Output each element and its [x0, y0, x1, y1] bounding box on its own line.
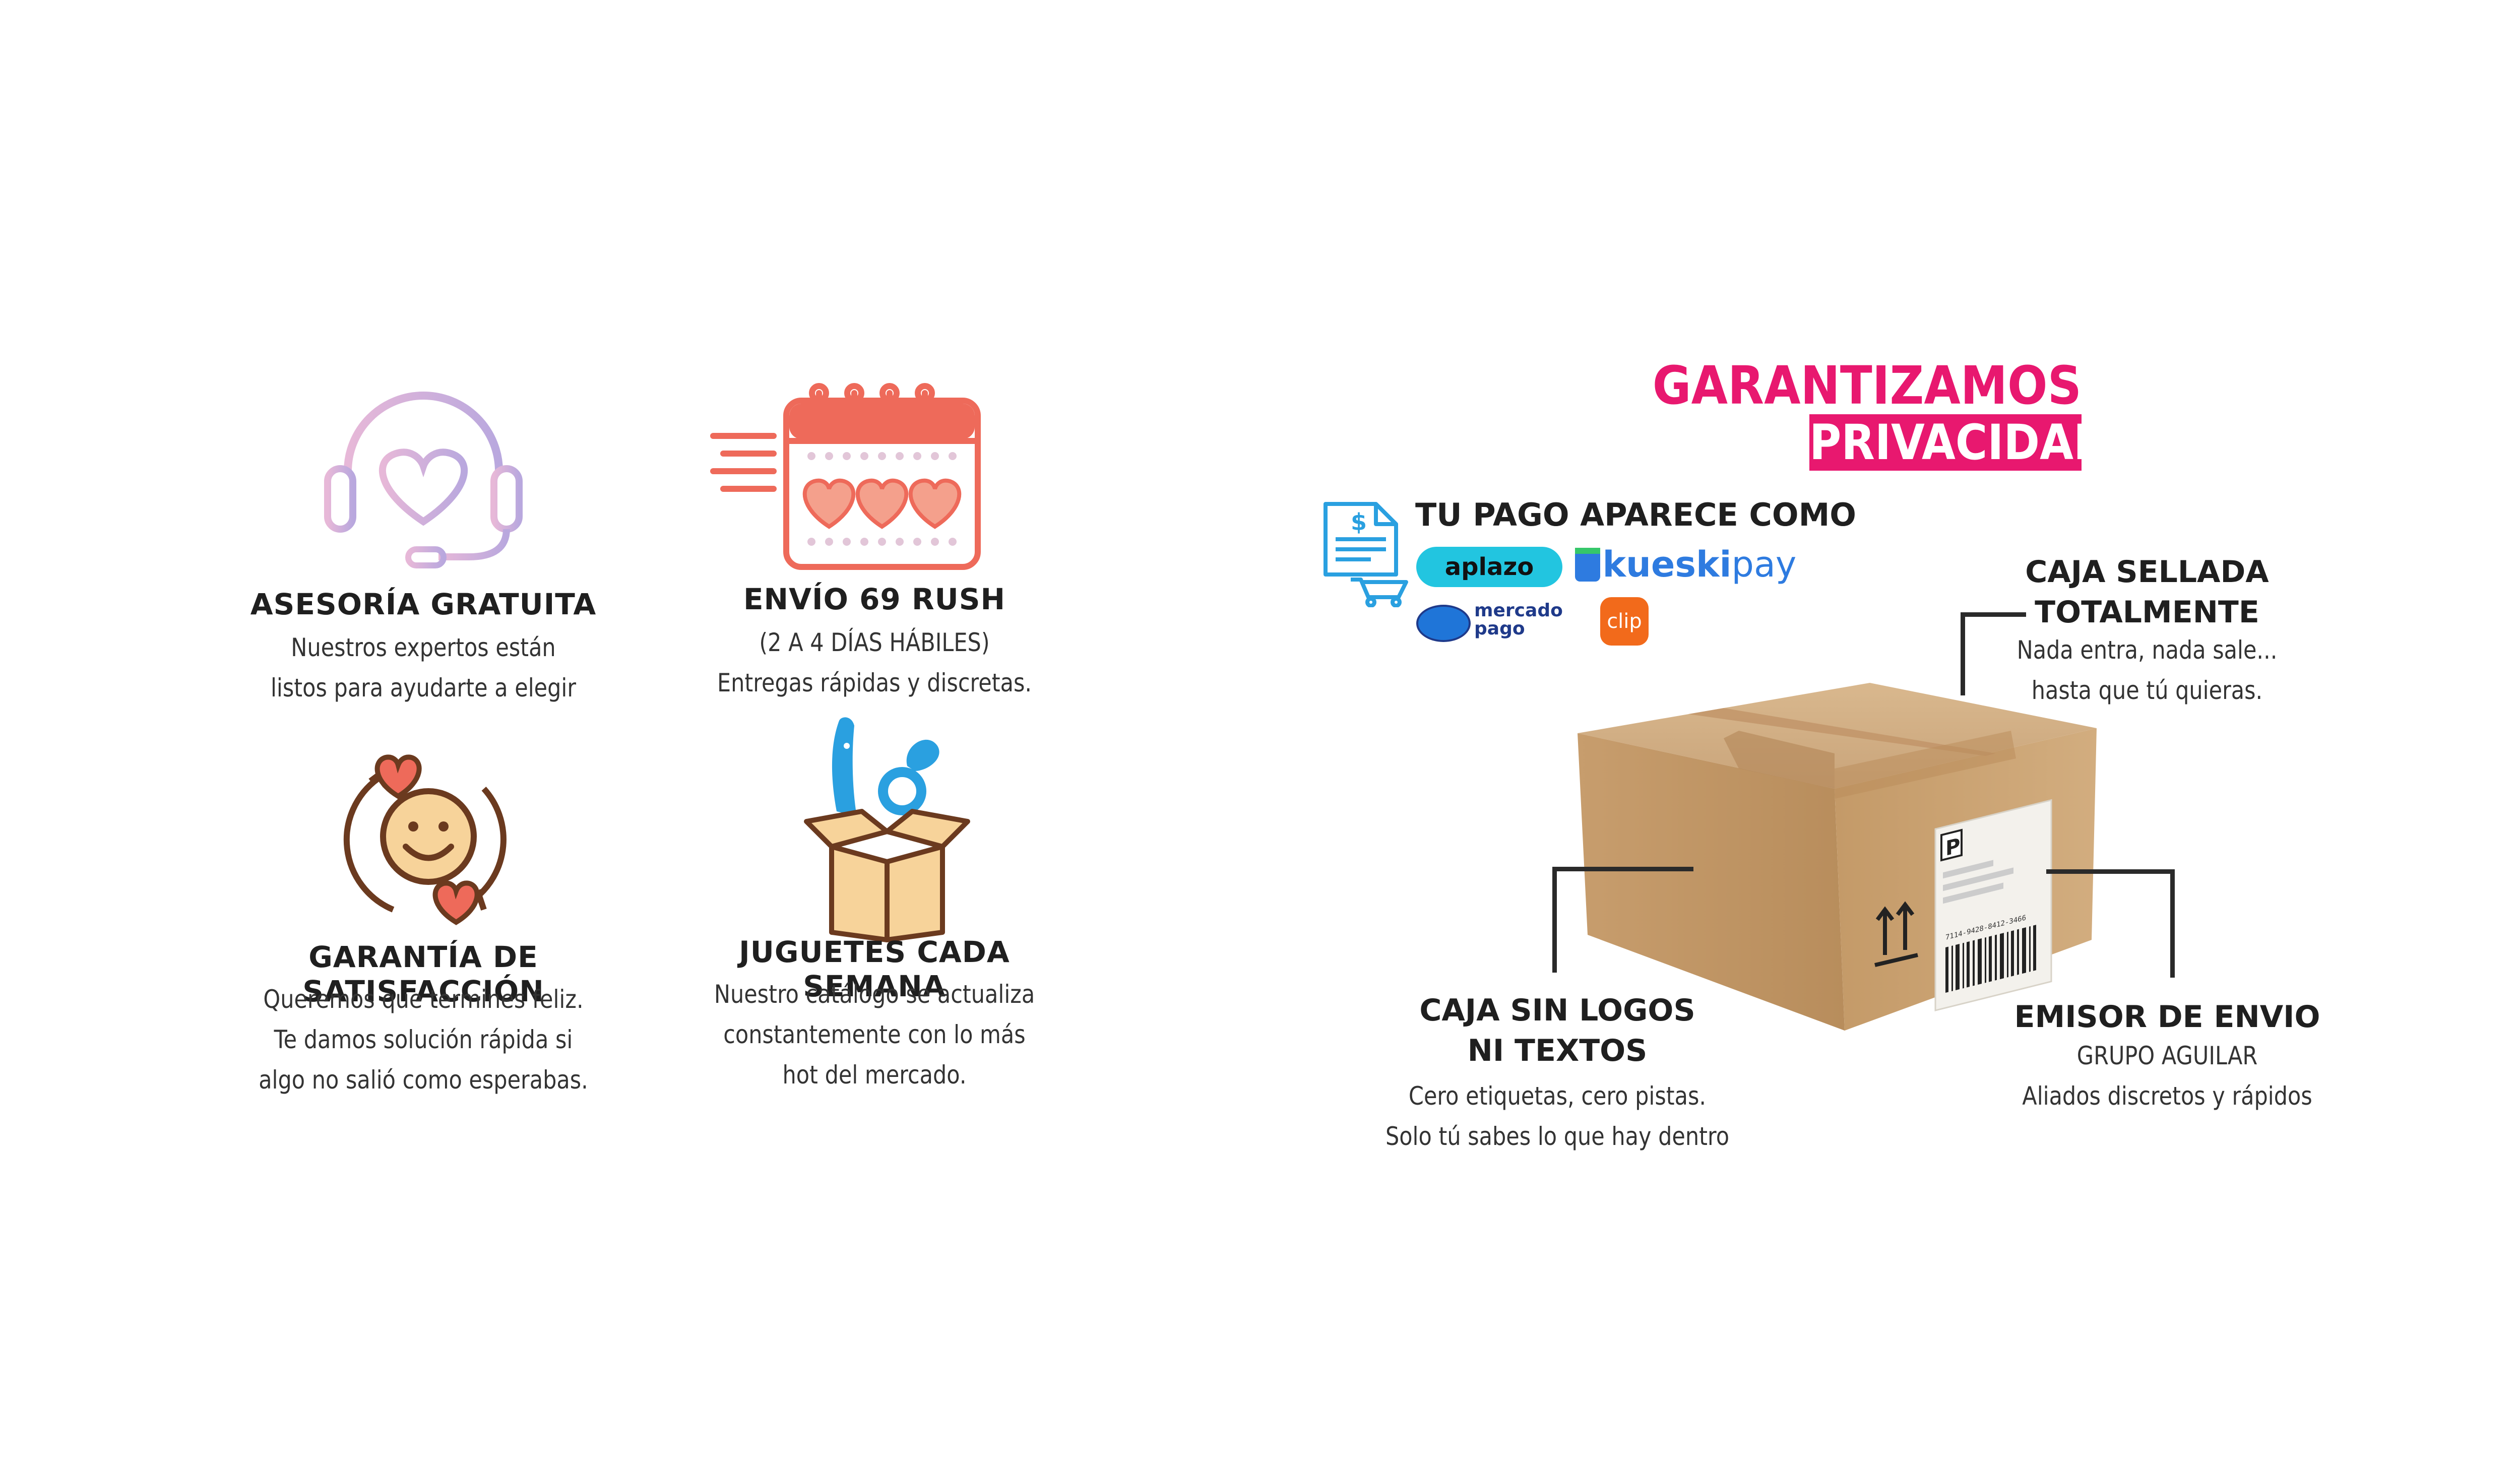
feature-title: JUGUETES CADA SEMANA	[739, 935, 1010, 1003]
box-label-letter: P	[1945, 833, 1960, 861]
clip-logo: clip	[1600, 597, 1649, 646]
payment-title: TU PAGO APARECE COMO	[1415, 496, 1856, 533]
receipt-cart-icon: $	[1324, 502, 1408, 607]
feature-title: GARANTÍA DE SATISFACCIÓN	[302, 940, 544, 1008]
nologo-callout-line-h	[1552, 867, 1693, 871]
feature-desc-line: algo no salió como esperabas.	[259, 1065, 588, 1095]
nologo-desc-line: Cero etiquetas, cero pistas.	[1408, 1081, 1707, 1111]
sealed-title-line: TOTALMENTE	[2035, 595, 2259, 630]
feature-desc-line: listos para ayudarte a elegir	[270, 673, 577, 702]
sender-callout-line-v	[2170, 869, 2175, 978]
mercadopago-text-2: pago	[1474, 618, 1525, 639]
feature-desc-line: Entregas rápidas y discretas.	[717, 668, 1032, 697]
sender-desc-line: GRUPO AGUILAR	[2076, 1041, 2258, 1070]
sender-callout-line-h	[2046, 869, 2175, 874]
sealed-callout-line-v	[1961, 612, 1965, 695]
aplazo-text: aplazo	[1444, 553, 1534, 581]
heart-headset-icon	[324, 392, 523, 568]
mercadopago-text-1: mercado	[1474, 600, 1563, 621]
kueski-logo: kueskipay	[1575, 542, 1796, 587]
calendar-hearts-icon	[710, 383, 981, 570]
kueski-pay-text: pay	[1731, 544, 1797, 585]
sealed-title-line: CAJA SELLADA	[2025, 554, 2269, 590]
smiley-hearts-cycle-icon	[343, 754, 507, 925]
cardboard-box-image: P 7114-9428-8412-3466	[1578, 683, 2097, 1031]
feature-desc-line: constantemente con lo más	[723, 1020, 1026, 1049]
toy-box-icon	[804, 717, 970, 942]
aplazo-logo: aplazo	[1416, 547, 1562, 587]
handshake-icon	[1416, 605, 1471, 642]
feature-desc-line: Nuestro catálogo se actualiza	[714, 980, 1035, 1009]
svg-text:$: $	[1351, 508, 1367, 536]
feature-desc-line: hot del mercado.	[782, 1060, 967, 1090]
sender-desc-line: Aliados discretos y rápidos	[2022, 1081, 2312, 1111]
feature-desc-line: Te damos solución rápida si	[274, 1025, 573, 1054]
feature-title: ASESORÍA GRATUITA	[250, 587, 597, 621]
sender-title: EMISOR DE ENVIO	[2014, 999, 2320, 1035]
feature-title: ENVÍO 69 RUSH	[743, 582, 1006, 616]
privacy-heading-line2: PRIVACIDAD	[1809, 414, 2110, 471]
mercadopago-logo: mercado pago	[1416, 600, 1567, 642]
kueski-text: kueski	[1602, 544, 1732, 585]
nologo-callout-line-v	[1552, 867, 1557, 973]
sealed-desc-line: hasta que tú quieras.	[2031, 676, 2263, 705]
kueski-mark-icon	[1575, 547, 1600, 582]
nologo-desc-line: Solo tú sabes lo que hay dentro	[1385, 1122, 1730, 1151]
sealed-desc-line: Nada entra, nada sale...	[2017, 635, 2278, 665]
nologo-title-line: CAJA SIN LOGOS	[1419, 993, 1695, 1028]
feature-desc-line: Queremos que termines feliz.	[263, 985, 584, 1014]
feature-desc-line: Nuestros expertos están	[291, 633, 556, 662]
feature-desc-line: (2 A 4 DÍAS HÁBILES)	[759, 628, 990, 657]
sealed-callout-line-h	[1961, 612, 2026, 617]
clip-text: clip	[1607, 610, 1642, 633]
nologo-title-line: NI TEXTOS	[1467, 1033, 1648, 1068]
